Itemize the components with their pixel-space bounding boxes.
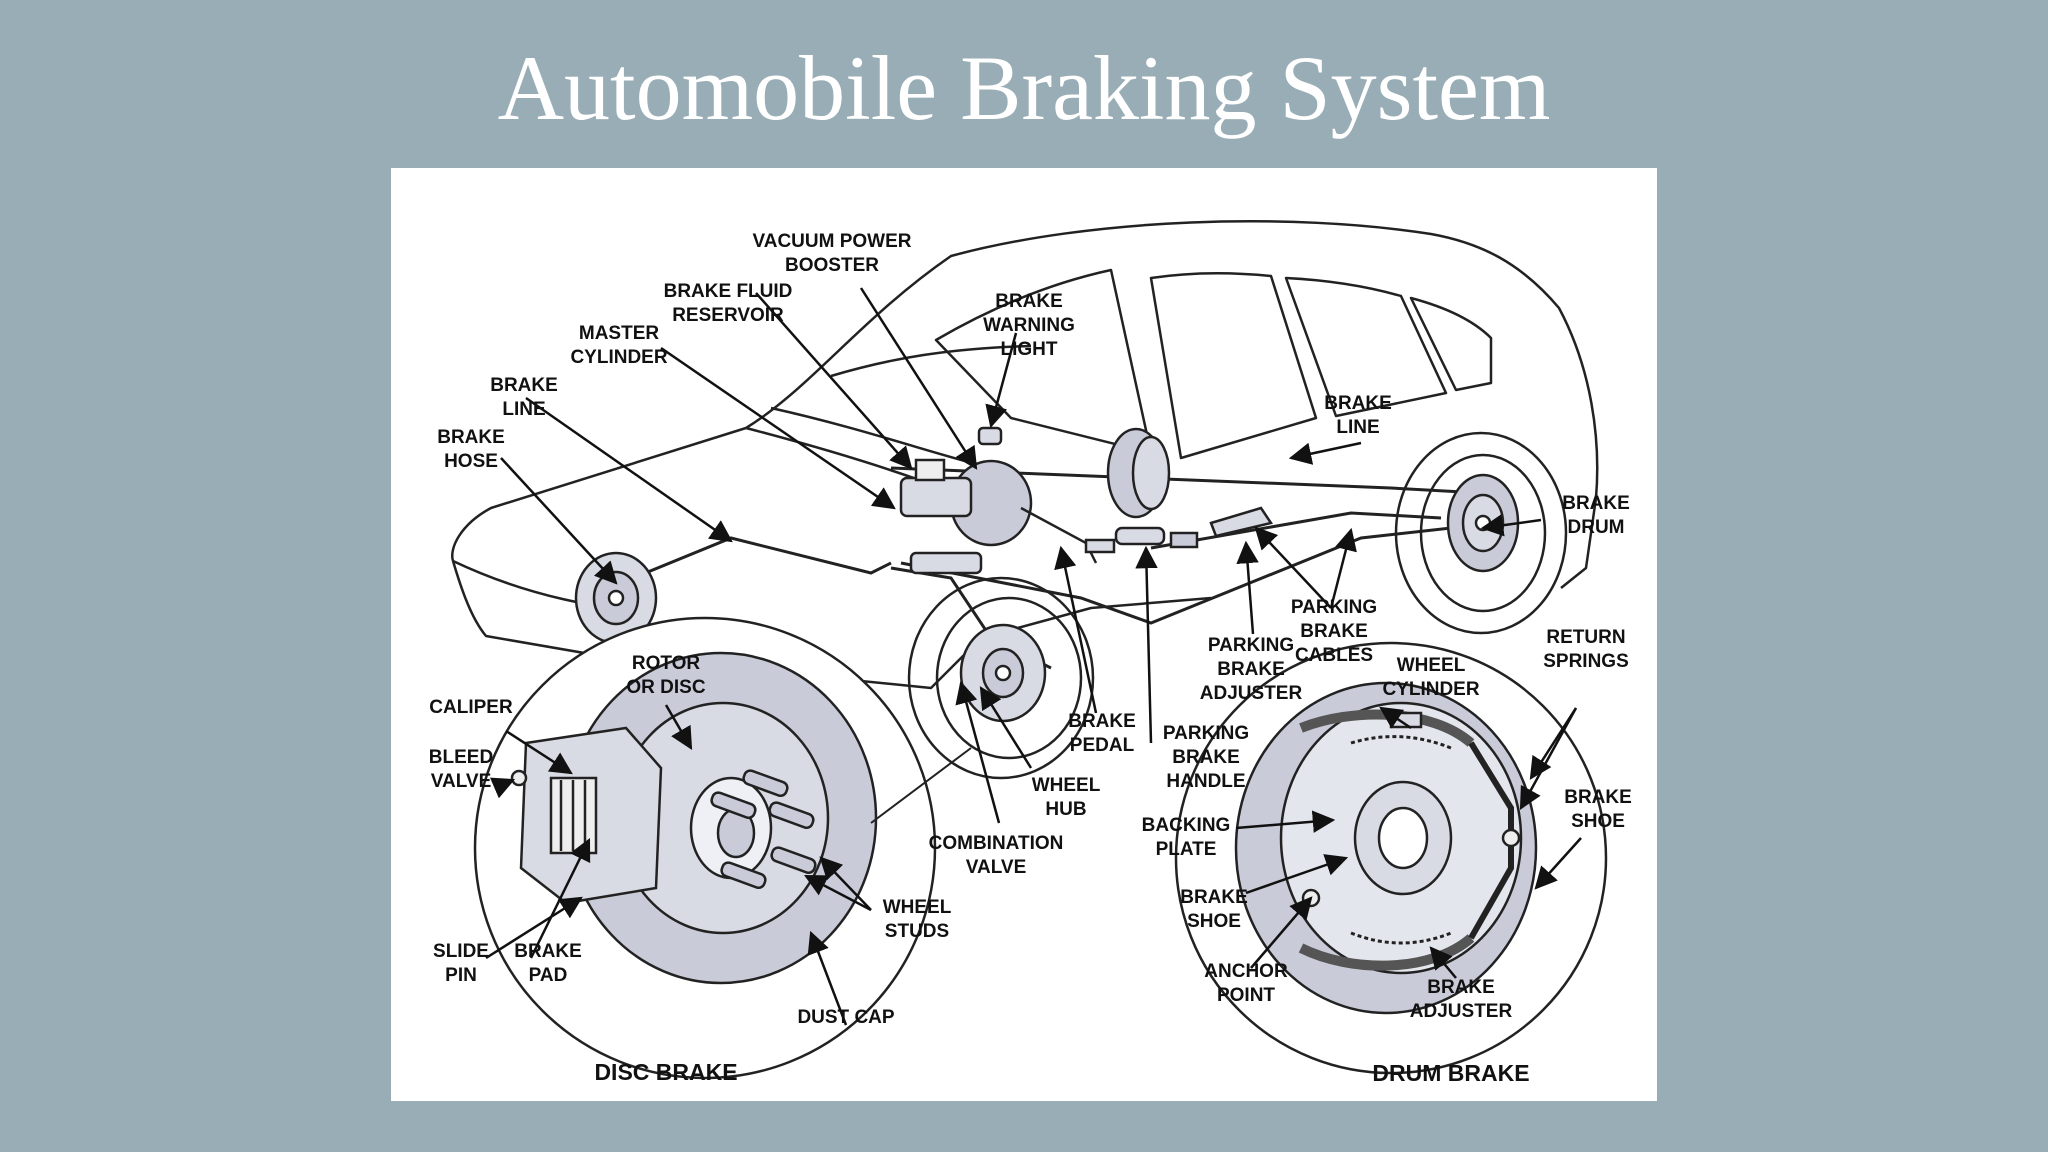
label-master-cylinder: MASTER CYLINDER [570,323,668,368]
braking-system-diagram: VACUUM POWER BOOSTER BRAKE FLUID RESERVO… [391,168,1657,1101]
label-parking-brake-handle: PARKING BRAKE HANDLE [1162,723,1250,792]
disc-brake-inset [473,616,937,1080]
rear-drum-right [1446,473,1520,573]
label-parking-brake-adjuster: PARKING BRAKE ADJUSTER [1199,635,1303,704]
front-wheel [907,576,1095,780]
label-backing-plate: BACKING PLATE [1141,815,1231,860]
car-windows [934,268,1493,460]
label-wheel-cylinder: WHEEL CYLINDER [1382,655,1480,700]
label-brake-pedal: BRAKE PEDAL [1068,711,1136,756]
label-slide-pin: SLIDE PIN [433,941,489,986]
label-brake-line-rear: BRAKE LINE [1324,393,1392,438]
label-drum-brake: DRUM BRAKE [1372,1060,1530,1086]
parking-brake-handle [1114,506,1274,549]
label-disc-brake: DISC BRAKE [594,1059,738,1085]
slide-title: Automobile Braking System [497,37,1551,139]
label-brake-warning-light: BRAKE WARNING LIGHT [983,291,1075,360]
label-return-springs: RETURN SPRINGS [1543,627,1629,672]
label-parking-brake-cables: PARKING BRAKE CABLES [1290,597,1378,666]
label-brake-drum: BRAKE DRUM [1562,493,1630,538]
label-vacuum-power-booster: VACUUM POWER BOOSTER [752,231,912,276]
label-wheel-studs: WHEEL STUDS [882,897,952,942]
label-brake-shoe-right: BRAKE SHOE [1564,787,1632,832]
rear-drum-left [1106,427,1171,519]
label-wheel-hub: WHEEL HUB [1031,775,1101,820]
booster-assembly [899,426,1116,575]
disc-inset-connector [870,747,972,824]
label-brake-shoe-left: BRAKE SHOE [1180,887,1248,932]
drum-brake-inset [1174,641,1608,1075]
label-dust-cap: DUST CAP [797,1007,895,1028]
label-brake-fluid-reservoir: BRAKE FLUID RESERVOIR [663,281,793,326]
label-anchor-point: ANCHOR POINT [1204,961,1288,1006]
leader-arrows [485,287,1582,1026]
label-bleed-valve: BLEED VALVE [428,747,494,792]
label-brake-pad: BRAKE PAD [514,941,582,986]
label-brake-adjuster: BRAKE ADJUSTER [1409,977,1513,1022]
label-brake-hose: BRAKE HOSE [437,427,505,472]
diagram-illustration [451,220,1608,1080]
label-caliper: CALIPER [429,697,513,718]
label-brake-line-front: BRAKE LINE [490,375,558,420]
front-right-hub [959,623,1047,723]
label-rotor-or-disc: ROTOR OR DISC [626,653,706,698]
label-combination-valve: COMBINATION VALVE [928,833,1064,878]
